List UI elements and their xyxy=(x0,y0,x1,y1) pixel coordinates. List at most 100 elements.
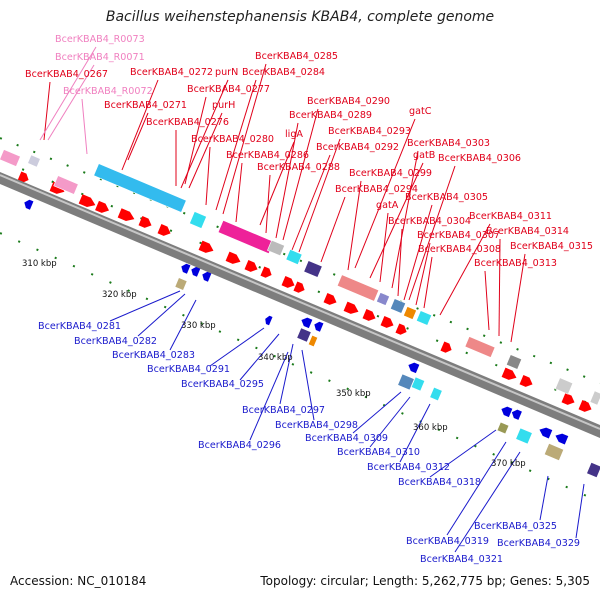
cds-arrow-forward xyxy=(244,260,258,272)
gene-label-forward[interactable]: gatA xyxy=(376,200,399,211)
gene-label-reverse[interactable]: BcerKBAB4_0319 xyxy=(406,536,489,547)
gene-label-reverse[interactable]: BcerKBAB4_0329 xyxy=(497,538,580,549)
gene-label-reverse[interactable]: BcerKBAB4_0312 xyxy=(367,462,450,473)
leader-line xyxy=(320,196,346,263)
gene-label-forward[interactable]: gatC xyxy=(409,106,432,117)
gene-block-forward xyxy=(403,306,417,320)
leader-line xyxy=(81,98,88,155)
gene-label-reverse[interactable]: BcerKBAB4_0291 xyxy=(147,364,230,375)
leader-line xyxy=(429,429,497,478)
gene-label-reverse[interactable]: BcerKBAB4_0281 xyxy=(38,321,121,332)
gene-label-forward[interactable]: BcerKBAB4_0315 xyxy=(510,241,593,252)
genome-summary-text: Topology: circular; Length: 5,262,775 bp… xyxy=(260,574,590,588)
gene-label-forward[interactable]: BcerKBAB4_0304 xyxy=(388,216,471,227)
cds-arrow-forward xyxy=(95,200,109,213)
gene-label-reverse[interactable]: BcerKBAB4_0309 xyxy=(305,433,388,444)
rna-block xyxy=(27,154,41,168)
gene-label-forward[interactable]: BcerKBAB4_0277 xyxy=(187,84,270,95)
leader-line xyxy=(399,403,431,463)
gene-label-reverse[interactable]: BcerKBAB4_0296 xyxy=(198,440,281,451)
leader-line xyxy=(403,204,433,301)
backbone-highlight xyxy=(0,174,600,430)
gene-label-forward[interactable]: BcerKBAB4_0307 xyxy=(417,230,500,241)
gene-block-forward xyxy=(93,163,187,213)
cds-arrow-forward xyxy=(561,393,575,405)
cds-arrow-reverse xyxy=(539,427,553,439)
cds-arrow-forward xyxy=(17,171,29,183)
gene-label-reverse[interactable]: BcerKBAB4_0325 xyxy=(474,521,557,532)
gene-label-forward[interactable]: BcerKBAB4_0271 xyxy=(104,100,187,111)
gene-block-reverse xyxy=(397,373,415,391)
cds-arrow-forward xyxy=(519,375,533,387)
leader-line xyxy=(397,228,403,297)
gene-label-rna[interactable]: BcerKBAB4_R0073 xyxy=(55,34,145,45)
gene-label-reverse[interactable]: BcerKBAB4_0295 xyxy=(181,379,264,390)
gene-label-reverse[interactable]: BcerKBAB4_0310 xyxy=(337,447,420,458)
leader-line xyxy=(379,212,389,283)
gene-label-forward[interactable]: BcerKBAB4_0305 xyxy=(405,192,488,203)
gene-label-reverse[interactable]: BcerKBAB4_0298 xyxy=(275,420,358,431)
gene-block-forward xyxy=(554,377,574,395)
gene-label-reverse[interactable]: BcerKBAB4_0297 xyxy=(242,405,325,416)
gene-label-rna[interactable]: BcerKBAB4_R0071 xyxy=(55,52,145,63)
gene-block-forward xyxy=(285,249,303,265)
cds-arrow-forward xyxy=(323,293,337,305)
gene-label-reverse[interactable]: BcerKBAB4_0283 xyxy=(112,350,195,361)
cds-arrow-reverse xyxy=(191,266,201,277)
gene-label-forward[interactable]: BcerKBAB4_0313 xyxy=(474,258,557,269)
gene-label-forward[interactable]: BcerKBAB4_0272 xyxy=(130,67,213,78)
gene-block-reverse xyxy=(515,427,533,445)
gene-label-forward[interactable]: BcerKBAB4_0289 xyxy=(289,110,372,121)
gene-label-reverse[interactable]: BcerKBAB4_0321 xyxy=(420,554,503,565)
gene-block-forward xyxy=(589,390,600,406)
gene-label-forward[interactable]: BcerKBAB4_0311 xyxy=(469,211,552,222)
leader-line xyxy=(265,174,271,234)
gene-block-reverse xyxy=(429,386,443,402)
gene-label-forward[interactable]: purH xyxy=(212,100,235,111)
gene-label-forward[interactable]: gatB xyxy=(413,150,435,161)
gene-label-forward[interactable]: BcerKBAB4_0292 xyxy=(316,142,399,153)
leader-line xyxy=(43,81,51,141)
gene-label-forward[interactable]: BcerKBAB4_0290 xyxy=(307,96,390,107)
leader-line xyxy=(222,63,267,215)
leader-line xyxy=(215,79,257,211)
gene-label-rna[interactable]: BcerKBAB4_R0072 xyxy=(63,86,153,97)
gene-label-forward[interactable]: BcerKBAB4_0306 xyxy=(438,153,521,164)
gene-label-forward[interactable]: BcerKBAB4_0280 xyxy=(191,134,274,145)
gene-label-forward[interactable]: purN xyxy=(215,67,238,78)
gene-label-forward[interactable]: ligA xyxy=(285,129,303,140)
gene-block-forward xyxy=(376,292,390,306)
leader-line xyxy=(510,253,526,343)
gene-block-reverse xyxy=(296,327,312,343)
gene-label-forward[interactable]: BcerKBAB4_0308 xyxy=(418,244,501,255)
cds-arrow-forward xyxy=(138,216,152,228)
gene-label-forward[interactable]: BcerKBAB4_0299 xyxy=(349,168,432,179)
gene-label-forward[interactable]: BcerKBAB4_0267 xyxy=(25,69,108,80)
gene-block-forward xyxy=(303,260,323,278)
gene-label-forward[interactable]: BcerKBAB4_0314 xyxy=(486,226,569,237)
gene-label-forward[interactable]: BcerKBAB4_0285 xyxy=(255,51,338,62)
gene-labels: BcerKBAB4_R0073 BcerKBAB4_R0071 BcerKBAB… xyxy=(25,34,593,565)
cds-arrow-reverse xyxy=(555,433,569,445)
leader-line xyxy=(205,146,211,206)
tick-label: 330 kbp xyxy=(181,321,216,331)
leader-line xyxy=(209,327,265,367)
gene-label-forward[interactable]: BcerKBAB4_0284 xyxy=(242,67,325,78)
tick-label: 350 kbp xyxy=(336,389,371,399)
leader-line xyxy=(282,108,319,241)
gene-block-forward xyxy=(464,336,496,358)
gene-label-forward[interactable]: BcerKBAB4_0293 xyxy=(328,126,411,137)
gene-block-forward xyxy=(267,239,285,257)
gene-label-reverse[interactable]: BcerKBAB4_0282 xyxy=(74,336,157,347)
gene-label-forward[interactable]: BcerKBAB4_0276 xyxy=(146,117,229,128)
gene-label-forward[interactable]: BcerKBAB4_0303 xyxy=(407,138,490,149)
gene-label-forward[interactable]: BcerKBAB4_0294 xyxy=(335,184,418,195)
leader-line xyxy=(484,270,490,331)
gene-block-reverse xyxy=(410,376,426,392)
gene-label-forward[interactable]: BcerKBAB4_0286 xyxy=(226,150,309,161)
cds-arrow-reverse xyxy=(408,362,420,374)
gene-label-reverse[interactable]: BcerKBAB4_0318 xyxy=(398,477,481,488)
gene-block-reverse xyxy=(496,421,510,435)
gene-label-forward[interactable]: BcerKBAB4_0288 xyxy=(257,162,340,173)
